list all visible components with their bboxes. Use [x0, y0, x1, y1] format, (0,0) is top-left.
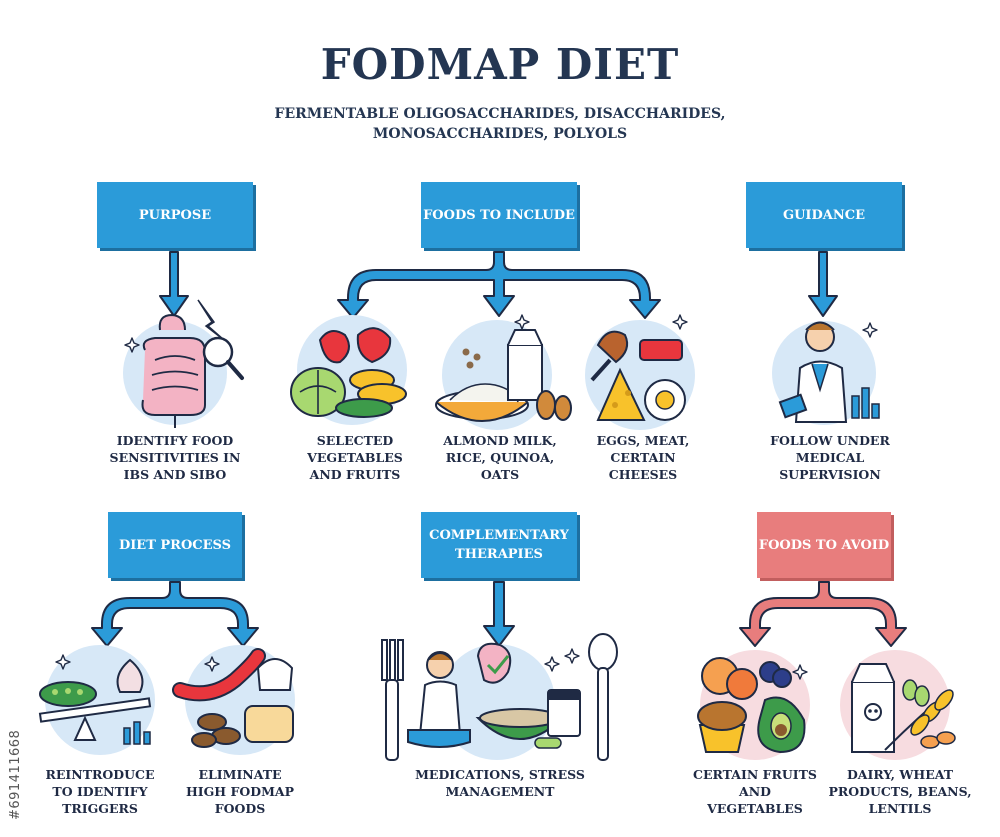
almond-milk-rice-icon	[435, 314, 572, 430]
arrow-guidance	[808, 251, 838, 317]
doctor-icon	[772, 321, 880, 425]
caption-reintroduce: REINTRODUCE TO IDENTIFY TRIGGERS	[45, 767, 155, 816]
caption-follow-supervision: FOLLOW UNDER MEDICAL SUPERVISION	[770, 433, 890, 482]
caption-dairy-wheat: DAIRY, WHEAT PRODUCTS, BEANS, LENTILS	[828, 767, 972, 816]
fruits-vegetables-avoid-icon	[697, 650, 810, 760]
box-guidance: GUIDANCE	[746, 182, 902, 248]
medications-meditation-icon	[381, 633, 618, 761]
box-diet-process: DIET PROCESS	[108, 512, 242, 578]
eggs-meat-cheese-icon	[585, 314, 695, 430]
vegetables-fruits-icon	[290, 315, 407, 425]
box-purpose: PURPOSE	[97, 182, 253, 248]
page-title: FODMAP DIET	[320, 40, 680, 89]
eliminate-icon	[172, 645, 295, 755]
caption-eliminate: ELIMINATE HIGH FODMAP FOODS	[185, 767, 295, 816]
arrow-purpose	[159, 251, 189, 317]
box-foods-to-include: FOODS TO INCLUDE	[421, 182, 577, 248]
reintroduce-icon	[38, 645, 155, 755]
page-subtitle: FERMENTABLE OLIGOSACCHARIDES, DISACCHARI…	[274, 106, 726, 142]
caption-almond-milk: ALMOND MILK, RICE, QUINOA, OATS	[443, 433, 557, 482]
arrow-diet-process	[91, 581, 259, 647]
box-foods-to-avoid: FOODS TO AVOID	[757, 512, 891, 578]
dairy-wheat-beans-icon	[840, 650, 956, 760]
arrow-foods-include	[337, 251, 661, 319]
stock-id: #691411668	[8, 729, 23, 820]
arrow-foods-avoid	[739, 581, 907, 647]
box-complementary-therapies: COMPLEMENTARY THERAPIES	[421, 512, 577, 578]
caption-identify: IDENTIFY FOOD SENSITIVITIES IN IBS AND S…	[109, 433, 241, 482]
arrow-complementary	[483, 581, 515, 647]
caption-certain-fruits: CERTAIN FRUITS AND VEGETABLES	[693, 767, 817, 816]
caption-eggs-meat: EGGS, MEAT, CERTAIN CHEESES	[596, 433, 690, 482]
caption-medications: MEDICATIONS, STRESS MANAGEMENT	[415, 767, 585, 799]
intestine-icon	[123, 299, 244, 428]
caption-vegetables-fruits: SELECTED VEGETABLES AND FRUITS	[307, 433, 403, 482]
